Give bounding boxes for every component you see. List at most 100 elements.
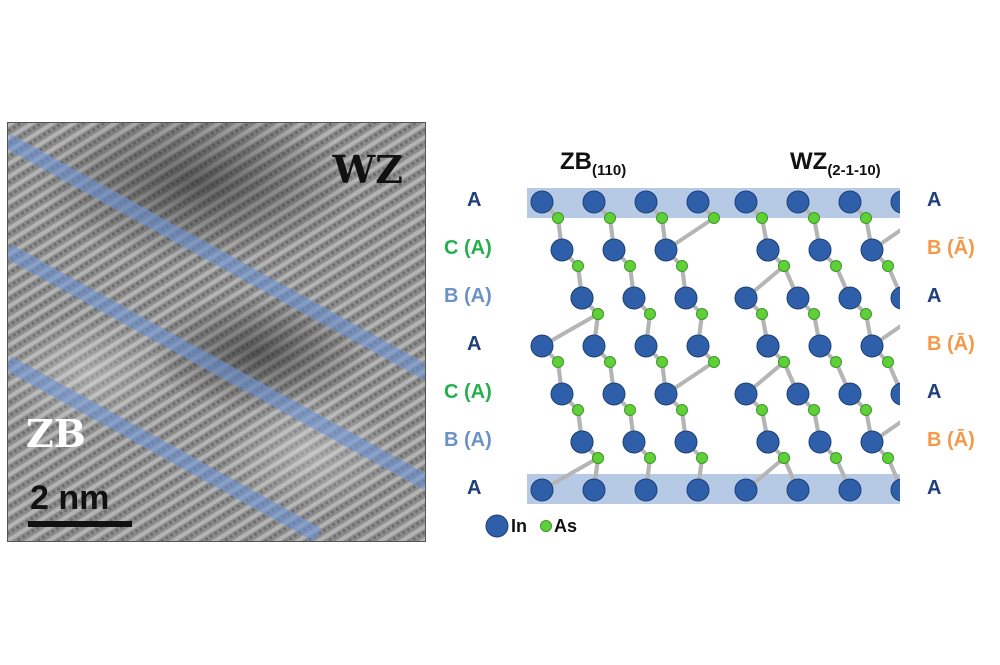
- arsenic-marker: [540, 520, 552, 532]
- arsenic-atom: [860, 404, 872, 416]
- indium-atom: [686, 334, 710, 358]
- tem-micrograph: WZ ZB 2 nm: [7, 122, 426, 542]
- indium-atom: [786, 382, 810, 406]
- arsenic-atom: [778, 356, 790, 368]
- zb-layer-label: B (A): [444, 429, 492, 451]
- wz-structure-title: WZ(2-1-10): [790, 148, 881, 179]
- arsenic-atom: [778, 260, 790, 272]
- zb-layer-label: A: [467, 477, 482, 499]
- wz-layer-label: B (Ā): [927, 333, 975, 355]
- indium-atom: [674, 430, 698, 454]
- indium-atom: [530, 334, 554, 358]
- indium-atom: [530, 478, 554, 502]
- zb-layer-label: A: [467, 189, 482, 211]
- indium-atom: [838, 478, 862, 502]
- indium-atoms: [530, 190, 900, 502]
- light-contrast-region: [218, 393, 398, 513]
- arsenic-atom: [656, 356, 668, 368]
- arsenic-atom: [696, 452, 708, 464]
- indium-atom: [860, 334, 884, 358]
- zb-layer-label: C (A): [444, 237, 492, 259]
- indium-atom: [686, 190, 710, 214]
- wz-layer-label: A: [927, 477, 942, 499]
- wz-layer-label: A: [927, 285, 942, 307]
- arsenic-atom: [860, 212, 872, 224]
- arsenic-atom: [808, 212, 820, 224]
- arsenic-atom: [552, 212, 564, 224]
- arsenic-atom: [552, 356, 564, 368]
- arsenic-legend-label: As: [554, 516, 578, 536]
- indium-atom: [786, 286, 810, 310]
- indium-atom: [686, 478, 710, 502]
- arsenic-atom: [830, 356, 842, 368]
- indium-atom: [860, 430, 884, 454]
- arsenic-atom: [830, 452, 842, 464]
- indium-atom: [582, 190, 606, 214]
- arsenic-atom: [778, 452, 790, 464]
- indium-atom: [786, 478, 810, 502]
- indium-atom: [808, 430, 832, 454]
- zb-structure-title: ZB(110): [560, 148, 627, 179]
- legend-markers: [485, 514, 552, 538]
- atomic-model: [527, 188, 900, 504]
- dark-contrast-region: [148, 293, 368, 413]
- wz-layer-label: B (Ā): [927, 429, 975, 451]
- stacking-fault-band: [8, 356, 322, 541]
- indium-atom: [860, 238, 884, 262]
- wz-region-label: WZ: [332, 147, 403, 192]
- lattice-image: [8, 123, 425, 541]
- indium-atom: [808, 238, 832, 262]
- arsenic-atom: [882, 356, 894, 368]
- arsenic-atom: [830, 260, 842, 272]
- indium-atom: [582, 334, 606, 358]
- indium-atom: [570, 286, 594, 310]
- indium-atom: [634, 334, 658, 358]
- indium-atom: [786, 190, 810, 214]
- indium-atom: [634, 478, 658, 502]
- indium-atom: [602, 238, 626, 262]
- scale-bar: [28, 521, 132, 527]
- indium-atom: [734, 478, 758, 502]
- arsenic-atom: [644, 308, 656, 320]
- arsenic-atom: [644, 452, 656, 464]
- indium-atom: [734, 286, 758, 310]
- arsenic-atom: [756, 404, 768, 416]
- arsenic-atom: [624, 404, 636, 416]
- indium-atom: [602, 382, 626, 406]
- indium-atom: [756, 334, 780, 358]
- indium-atom: [550, 382, 574, 406]
- indium-atom: [838, 286, 862, 310]
- indium-atom: [654, 238, 678, 262]
- arsenic-atoms: [552, 212, 894, 464]
- dark-contrast-region: [38, 123, 358, 263]
- indium-atom: [570, 430, 594, 454]
- stacking-fault-band: [8, 244, 425, 490]
- arsenic-atom: [572, 260, 584, 272]
- arsenic-atom: [756, 308, 768, 320]
- arsenic-atom: [882, 260, 894, 272]
- indium-atom: [654, 382, 678, 406]
- indium-marker: [485, 514, 509, 538]
- arsenic-atom: [756, 212, 768, 224]
- wz-layer-label: A: [927, 189, 942, 211]
- zb-layer-label: C (A): [444, 381, 492, 403]
- indium-atom: [838, 382, 862, 406]
- arsenic-atom: [808, 404, 820, 416]
- zb-layer-label: A: [467, 333, 482, 355]
- indium-atom: [622, 430, 646, 454]
- arsenic-atom: [624, 260, 636, 272]
- arsenic-atom: [882, 452, 894, 464]
- arsenic-atom: [676, 404, 688, 416]
- indium-atom: [734, 190, 758, 214]
- indium-atom: [890, 382, 900, 406]
- arsenic-atom: [656, 212, 668, 224]
- indium-atom: [838, 190, 862, 214]
- zb-region-label: ZB: [26, 411, 86, 456]
- indium-atom: [550, 238, 574, 262]
- indium-atom: [808, 334, 832, 358]
- indium-atom: [582, 478, 606, 502]
- indium-atom: [530, 190, 554, 214]
- arsenic-atom: [860, 308, 872, 320]
- zb-layer-label: B (A): [444, 285, 492, 307]
